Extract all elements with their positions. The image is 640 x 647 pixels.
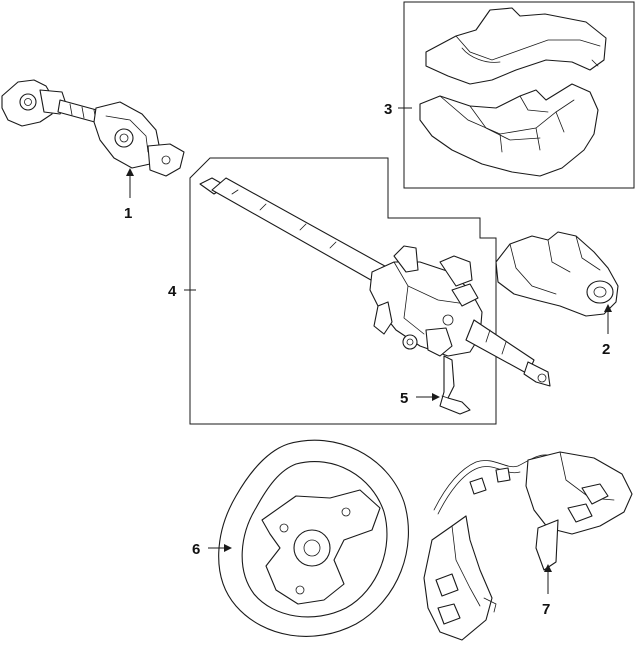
column-cover-box	[403, 1, 635, 189]
callout-2: 2	[602, 341, 610, 358]
callout-7: 7	[542, 601, 550, 618]
steering-column-box	[189, 157, 497, 425]
callout-3: 3	[384, 101, 392, 118]
wheel-switch-assembly-part	[423, 451, 633, 641]
column-cover-part	[419, 7, 607, 177]
steering-column-part	[199, 177, 551, 387]
steering-wheel-part	[218, 439, 409, 637]
callout-5: 5	[400, 390, 408, 407]
callout-4: 4	[168, 283, 177, 300]
ignition-switch-housing-part	[495, 231, 619, 317]
tilt-lever-part	[439, 355, 471, 415]
intermediate-shaft-part	[1, 79, 185, 177]
callout-1: 1	[124, 205, 132, 222]
callout-6: 6	[192, 541, 200, 558]
